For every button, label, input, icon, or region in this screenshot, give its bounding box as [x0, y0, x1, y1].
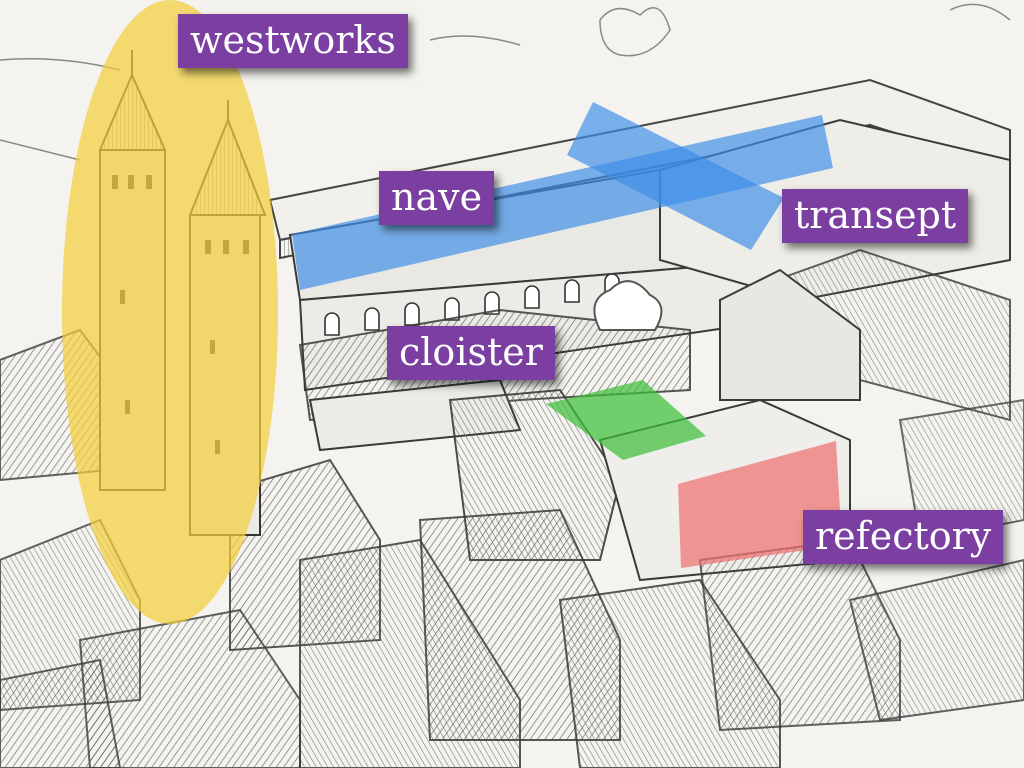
- transept-highlight: [567, 102, 784, 250]
- cloister-label: cloister: [387, 326, 555, 380]
- cloister-highlight: [546, 380, 706, 460]
- refectory-label: refectory: [803, 510, 1004, 564]
- refectory-highlight: [678, 441, 842, 568]
- westworks-label: westworks: [178, 14, 408, 68]
- nave-label: nave: [379, 171, 495, 225]
- westworks-highlight: [62, 0, 278, 624]
- transept-label: transept: [782, 189, 969, 243]
- foreground-buildings: [0, 328, 1024, 768]
